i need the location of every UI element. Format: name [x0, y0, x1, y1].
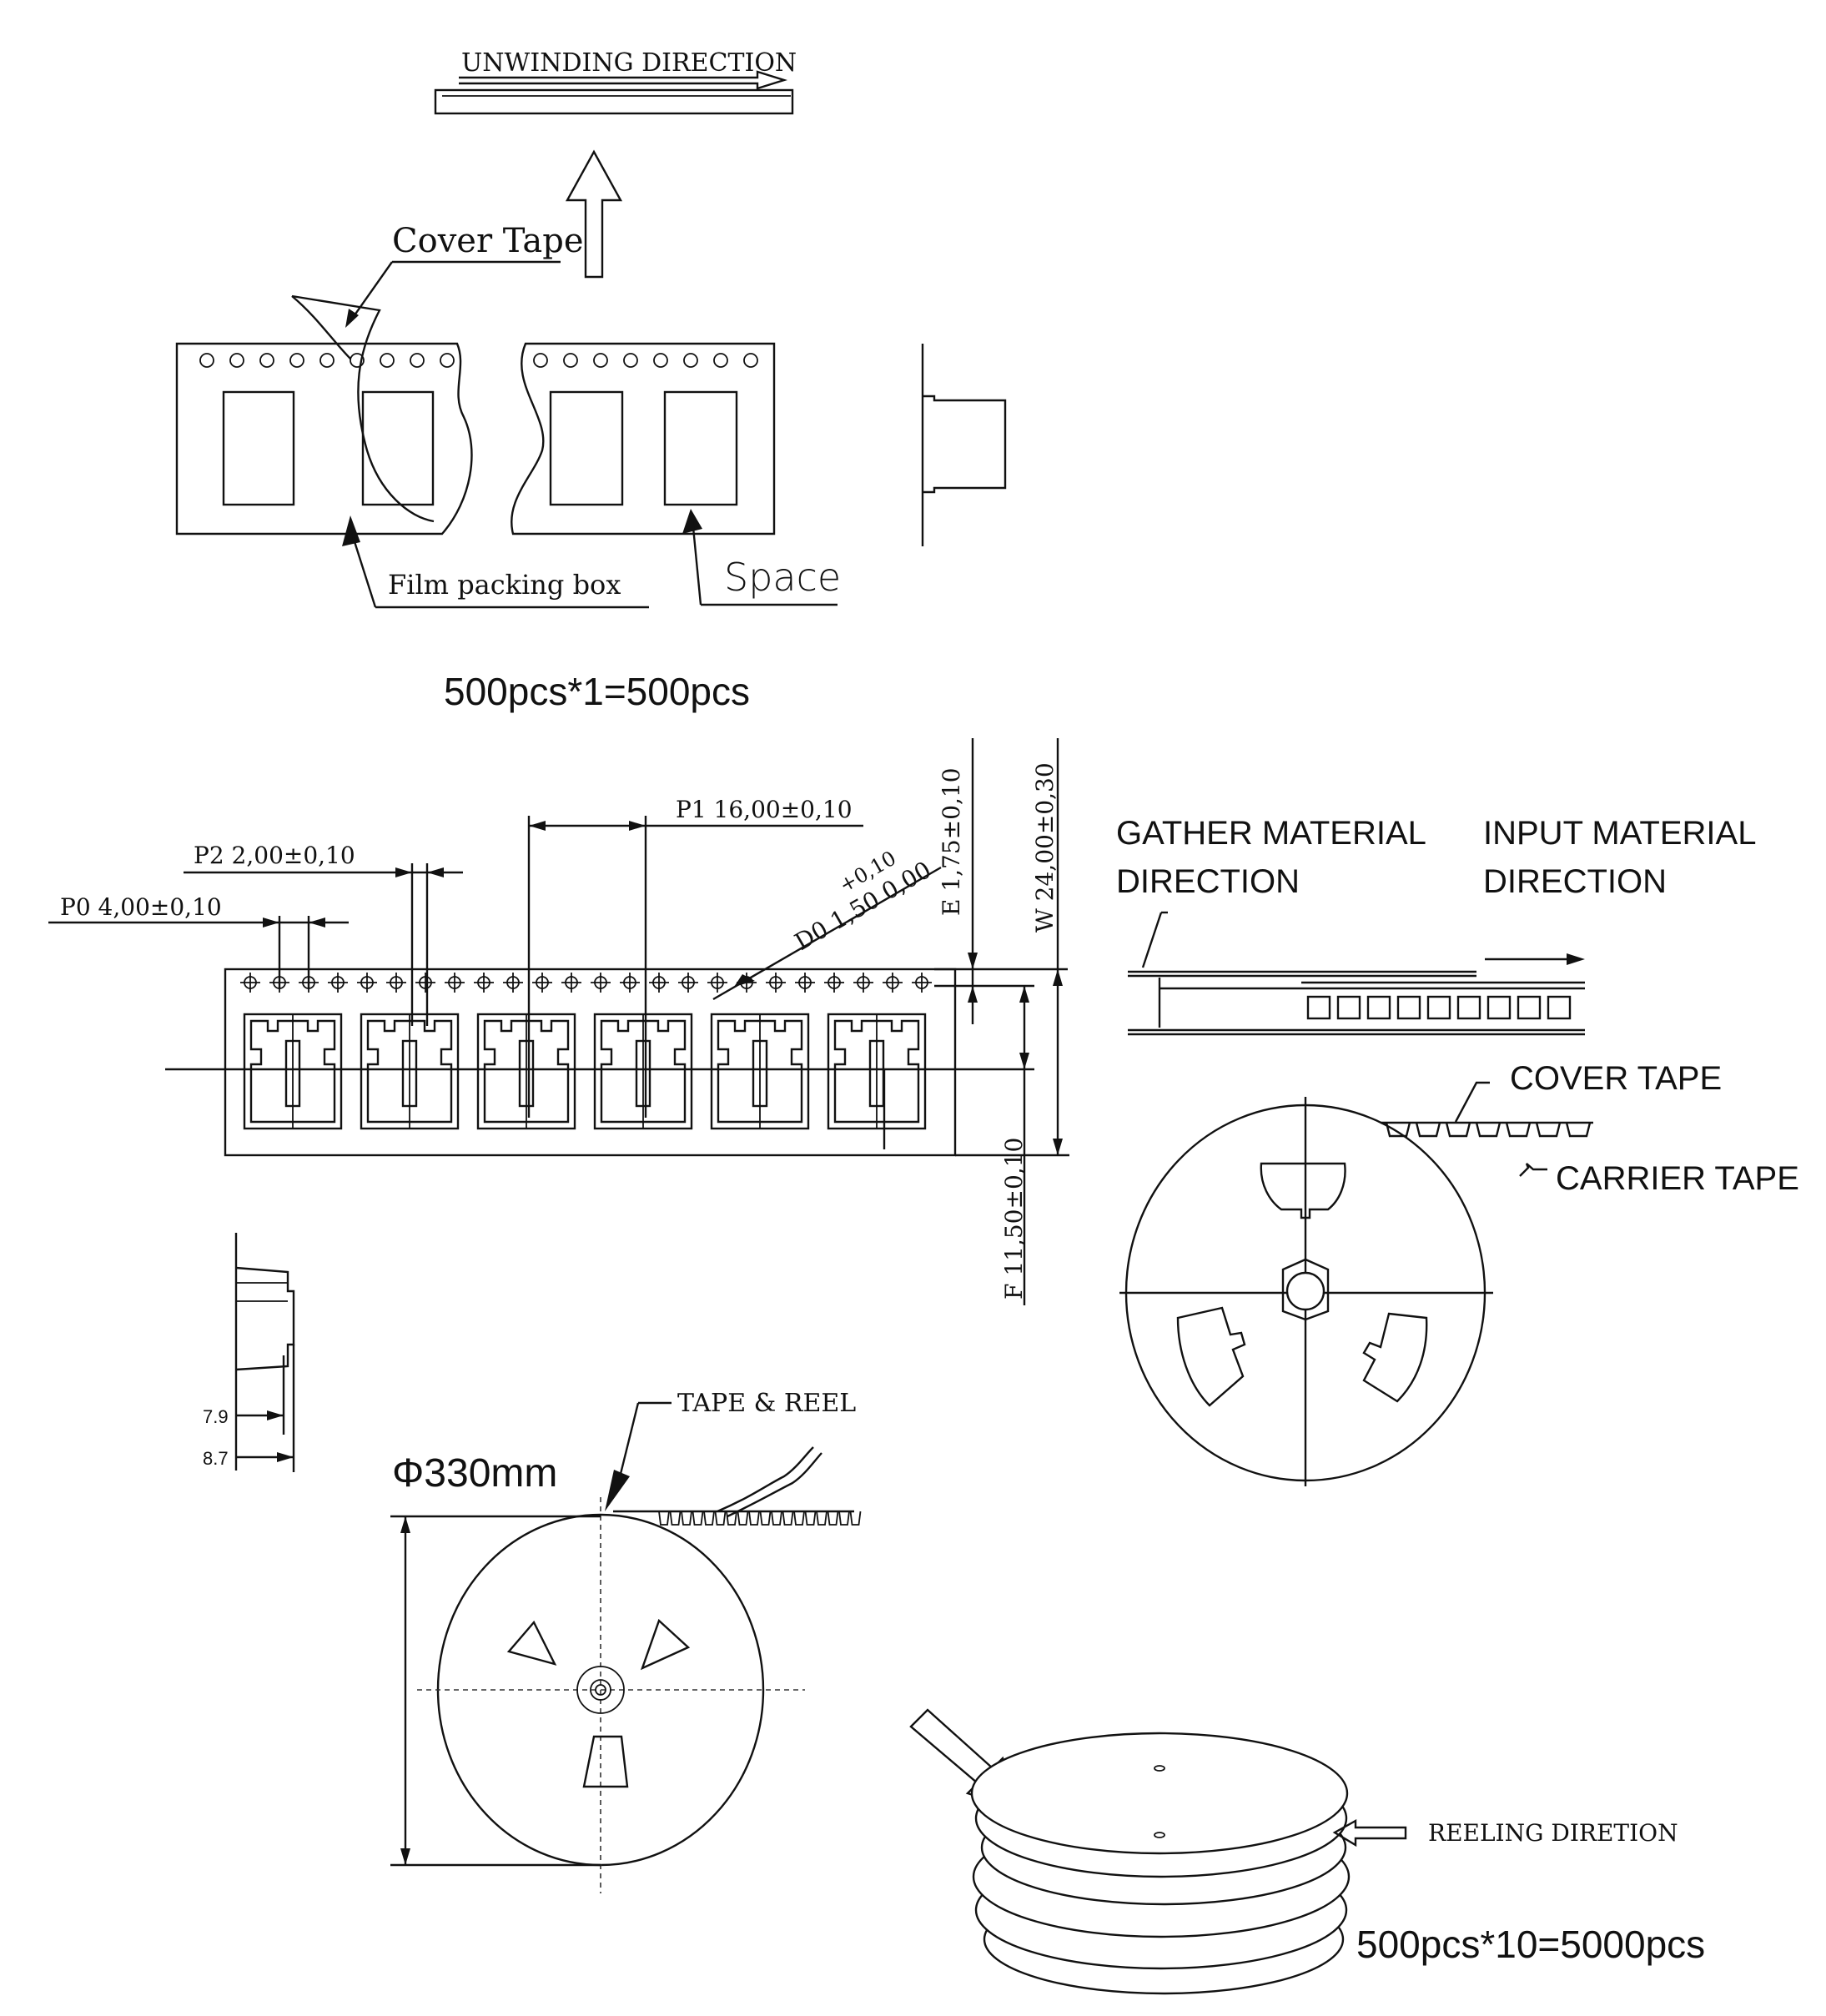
quantity-small-label: 500pcs*1=500pcs	[444, 670, 750, 713]
p0-dimension: P0 4,00±0,10	[60, 893, 222, 921]
reeling-direction-label: REELING DIRETION	[1428, 1819, 1678, 1847]
stacked-reels	[970, 1732, 1351, 1995]
quantity-large-label: 500pcs*10=5000pcs	[1356, 1923, 1705, 1966]
tape-cells-small	[1381, 1121, 1593, 1138]
cross-section-profile: 7.9 8.7	[203, 1233, 295, 1472]
sprocket-holes	[240, 973, 932, 993]
gather-direction-line1: GATHER MATERIAL	[1116, 815, 1426, 852]
carrier-tape-label: CARRIER TAPE	[1556, 1160, 1799, 1197]
e-dimension: E 1,75±0,10	[938, 768, 965, 917]
input-direction-line2: DIRECTION	[1483, 863, 1667, 900]
reel-tape-side-view	[1128, 911, 1585, 1036]
cover-tape-caps-label: COVER TAPE	[1510, 1060, 1722, 1097]
tape-reel-label: TAPE & REEL	[677, 1389, 856, 1418]
tape-side-profile	[921, 344, 1007, 546]
carrier-tape-dimension-drawing: P0 4,00±0,10 P2 2,00±0,10 P1 16,00±0,10 …	[48, 738, 1069, 1305]
p2-dimension: P2 2,00±0,10	[194, 842, 355, 869]
gather-direction-line2: DIRECTION	[1116, 863, 1300, 900]
f-dimension: F 11,50±0,10	[1000, 1138, 1028, 1300]
reel-330mm: TAPE & REEL Φ330mm	[390, 1389, 862, 1893]
film-packing-box-label: Film packing box	[388, 569, 621, 601]
input-direction-line1: INPUT MATERIAL	[1483, 815, 1756, 852]
w-dimension: W 24,00±0,30	[1031, 762, 1059, 933]
phi-330-label: Φ330mm	[392, 1451, 557, 1496]
reel-front-view-right	[1119, 1097, 1493, 1486]
cover-tape-label: Cover Tape	[392, 222, 584, 260]
unwinding-tape: UNWINDING DIRECTION	[434, 48, 797, 115]
carrier-tape-left	[175, 294, 473, 535]
unwinding-direction-label: UNWINDING DIRECTION	[461, 48, 797, 78]
reeling-left-arrow-icon	[1332, 1818, 1407, 1848]
space-label: Space	[724, 555, 841, 600]
dim-7-9-label: 7.9	[203, 1406, 229, 1427]
carrier-tape-right	[511, 342, 776, 535]
p1-dimension: P1 16,00±0,10	[676, 796, 853, 823]
component-pockets	[243, 1013, 927, 1130]
up-arrow-icon	[565, 149, 623, 279]
dim-8-7-label: 8.7	[203, 1448, 229, 1469]
